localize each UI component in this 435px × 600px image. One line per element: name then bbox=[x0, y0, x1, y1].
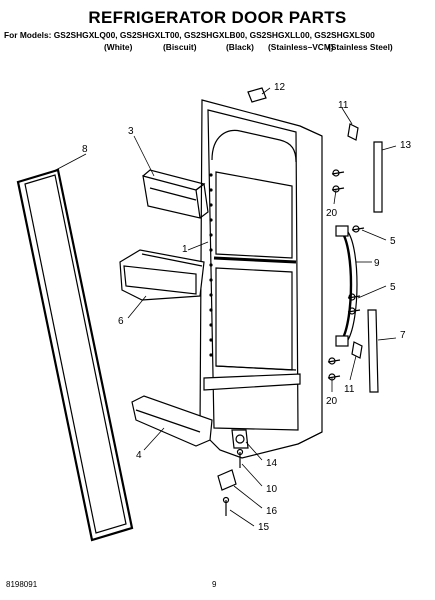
clip-11-bottom bbox=[351, 341, 363, 359]
color-biscuit: (Biscuit) bbox=[163, 42, 197, 52]
screw-20-top bbox=[331, 169, 345, 193]
callout-13: 13 bbox=[400, 140, 412, 151]
page-number: 9 bbox=[212, 580, 217, 589]
callout-11-top: 11 bbox=[338, 100, 349, 111]
page-title: REFRIGERATOR DOOR PARTS bbox=[88, 8, 347, 27]
callout-15: 15 bbox=[258, 522, 270, 533]
callout-5-bottom: 5 bbox=[390, 282, 396, 293]
trim-strip-13 bbox=[373, 141, 383, 213]
callout-11-bottom: 11 bbox=[344, 384, 355, 395]
callout-20-top: 20 bbox=[326, 208, 338, 219]
models-line: For Models: GS2SHGXLQ00, GS2SHGXLT00, GS… bbox=[4, 30, 375, 40]
callout-8: 8 bbox=[82, 144, 88, 155]
callout-3: 3 bbox=[128, 126, 134, 137]
screw-5-top bbox=[351, 225, 365, 233]
callout-10: 10 bbox=[266, 484, 278, 495]
door-shelf-bin-3 bbox=[142, 169, 209, 219]
clip-11-top bbox=[347, 123, 359, 141]
door-liner bbox=[199, 99, 323, 459]
color-white: (White) bbox=[104, 42, 133, 52]
hinge-screw-10 bbox=[236, 448, 244, 468]
door-handle bbox=[335, 225, 358, 347]
hinge-screw-15 bbox=[222, 496, 230, 516]
hinge-pin-14 bbox=[231, 429, 249, 449]
door-bin-6 bbox=[119, 249, 205, 301]
callout-20-bottom: 20 bbox=[326, 396, 338, 407]
callout-1: 1 bbox=[182, 244, 188, 255]
callout-5-top: 5 bbox=[390, 236, 396, 247]
color-stainless-vcm: (Stainless–VCM) bbox=[268, 42, 334, 52]
callout-14: 14 bbox=[266, 458, 278, 469]
callout-16: 16 bbox=[266, 506, 278, 517]
color-black: (Black) bbox=[226, 42, 254, 52]
callout-7: 7 bbox=[400, 330, 406, 341]
callouts: 12 11 3 8 13 20 5 1 9 5 6 7 11 20 4 14 1… bbox=[82, 82, 412, 533]
screw-5-bottom bbox=[347, 293, 361, 315]
leader-lines bbox=[51, 87, 397, 527]
screw-20-bottom bbox=[327, 357, 341, 381]
callout-6: 6 bbox=[118, 316, 124, 327]
callout-9: 9 bbox=[374, 258, 380, 269]
doc-number: 8198091 bbox=[6, 580, 38, 589]
door-gasket bbox=[16, 168, 134, 542]
bottom-shelf-4 bbox=[131, 395, 213, 447]
callout-12: 12 bbox=[274, 82, 286, 93]
hinge-bracket-16 bbox=[217, 469, 237, 491]
top-clip-part bbox=[247, 87, 267, 103]
trim-strip-7 bbox=[367, 309, 379, 393]
callout-4: 4 bbox=[136, 450, 142, 461]
color-stainless-steel: (Stainless Steel) bbox=[328, 42, 393, 52]
